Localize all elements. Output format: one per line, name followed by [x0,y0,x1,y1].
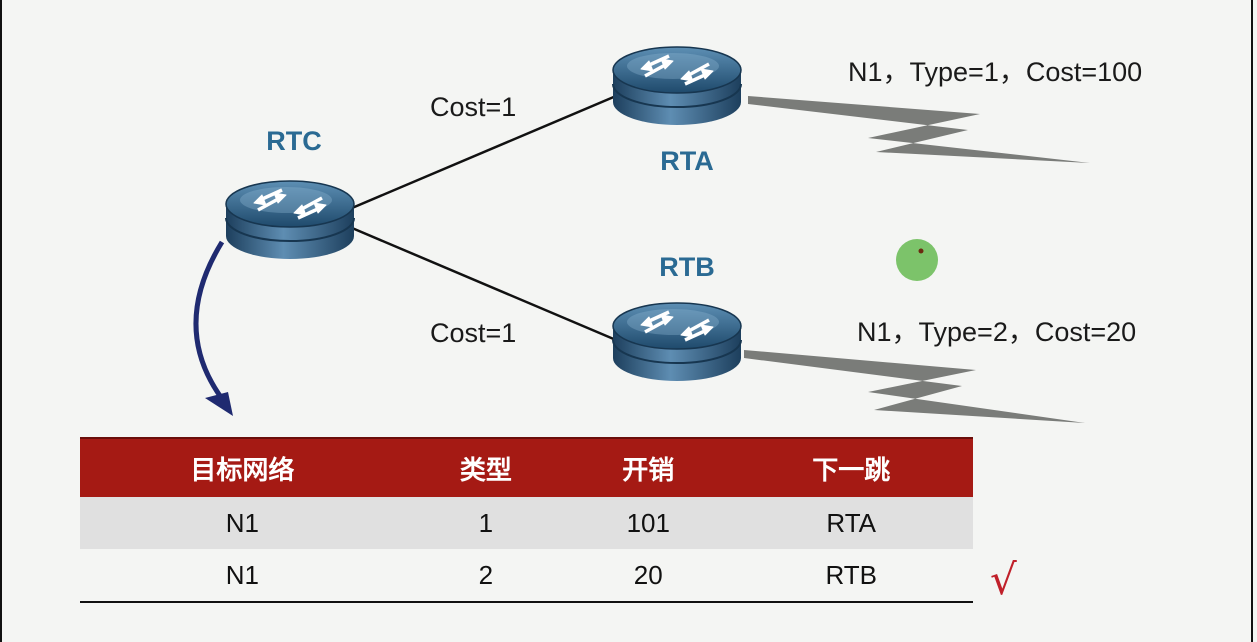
cell-next-hop: RTA [729,497,973,549]
header-cost: 开销 [567,437,730,497]
link-rtb-cost-label: Cost=1 [430,318,516,348]
link-rtc-rtb [351,226,617,342]
router-rta-label: RTA [660,146,714,176]
router-rta-icon [611,45,743,127]
cell-destination: N1 [80,497,405,549]
external-route-rtb-label: N1，Type=2，Cost=20 [857,317,1136,347]
router-rtc-icon [224,179,356,261]
cell-type: 2 [404,549,568,603]
cell-cost: 101 [567,497,730,549]
table-header-row: 目标网络 类型 开销 下一跳 [80,437,973,497]
header-destination: 目标网络 [80,437,405,497]
external-route-rta-label: N1，Type=1，Cost=100 [848,57,1142,87]
arrow-head-icon [205,392,233,416]
link-rtc-rta [351,94,617,210]
router-rtb-label: RTB [659,252,715,282]
selected-check-icon: √ [990,555,1017,604]
cell-next-hop: RTB [729,549,973,603]
table-row: N1 2 20 RTB [80,549,973,603]
table-row: N1 1 101 RTA [80,497,973,549]
router-rtc-label: RTC [266,126,322,156]
external-link-rtb-bolt [744,350,1085,423]
routing-table: 目标网络 类型 开销 下一跳 N1 1 101 RTA N1 2 20 RTB [80,437,973,603]
pointer-dot [896,239,938,281]
curved-arrow [193,240,228,406]
cell-type: 1 [404,497,568,549]
header-next-hop: 下一跳 [729,437,973,497]
cell-cost: 20 [567,549,730,603]
cell-destination: N1 [80,549,405,603]
header-type: 类型 [404,437,568,497]
link-rta-cost-label: Cost=1 [430,92,516,122]
router-rtb-icon [611,301,743,383]
external-link-rta-bolt [748,96,1090,163]
